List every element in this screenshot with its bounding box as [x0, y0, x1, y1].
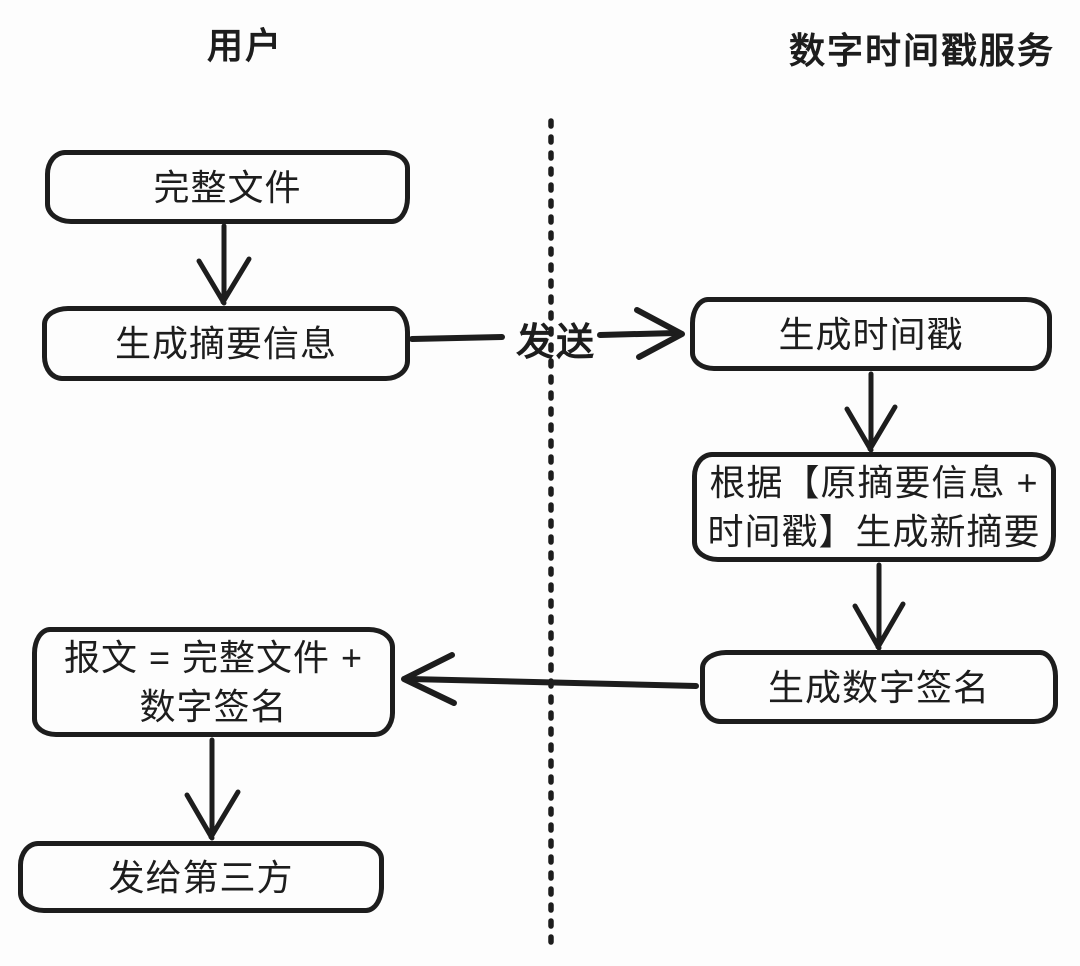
arrow-send: [409, 307, 685, 360]
node-label: 生成时间戳: [778, 313, 964, 355]
node-label: 生成数字签名: [767, 666, 990, 708]
node-message: 报文 = 完整文件 + 数字签名: [32, 627, 395, 737]
arrow-timestamp-to-newdigest: [844, 371, 898, 453]
arrow-message-to-thirdparty: [184, 737, 241, 841]
node-label-line1: 根据【原摘要信息 +: [709, 462, 1039, 503]
node-label: 生成摘要信息: [114, 323, 337, 364]
node-label: 完整文件: [153, 166, 302, 208]
node-label: 发给第三方: [108, 856, 294, 898]
lane-header-user: 用户: [206, 25, 283, 66]
node-send-third-party: 发给第三方: [18, 841, 384, 913]
edge-label-send: 发送: [515, 322, 596, 364]
node-label-line1: 报文 = 完整文件 +: [63, 637, 364, 678]
node-generate-digest: 生成摘要信息: [42, 306, 410, 381]
arrow-newdigest-to-signature: [852, 562, 906, 651]
node-generate-timestamp: 生成时间戳: [690, 297, 1052, 371]
arrow-complete-to-digest: [196, 223, 252, 306]
arrow-signature-to-message: [401, 652, 699, 706]
node-generate-new-digest: 根据【原摘要信息 + 时间戳】生成新摘要: [692, 452, 1056, 562]
lane-header-timestamp-service: 数字时间戳服务: [788, 30, 1055, 71]
node-label-line2: 时间戳】生成新摘要: [707, 511, 1041, 552]
node-label-line2: 数字签名: [139, 686, 288, 727]
node-complete-file: 完整文件: [45, 150, 410, 224]
node-generate-signature: 生成数字签名: [700, 650, 1058, 724]
